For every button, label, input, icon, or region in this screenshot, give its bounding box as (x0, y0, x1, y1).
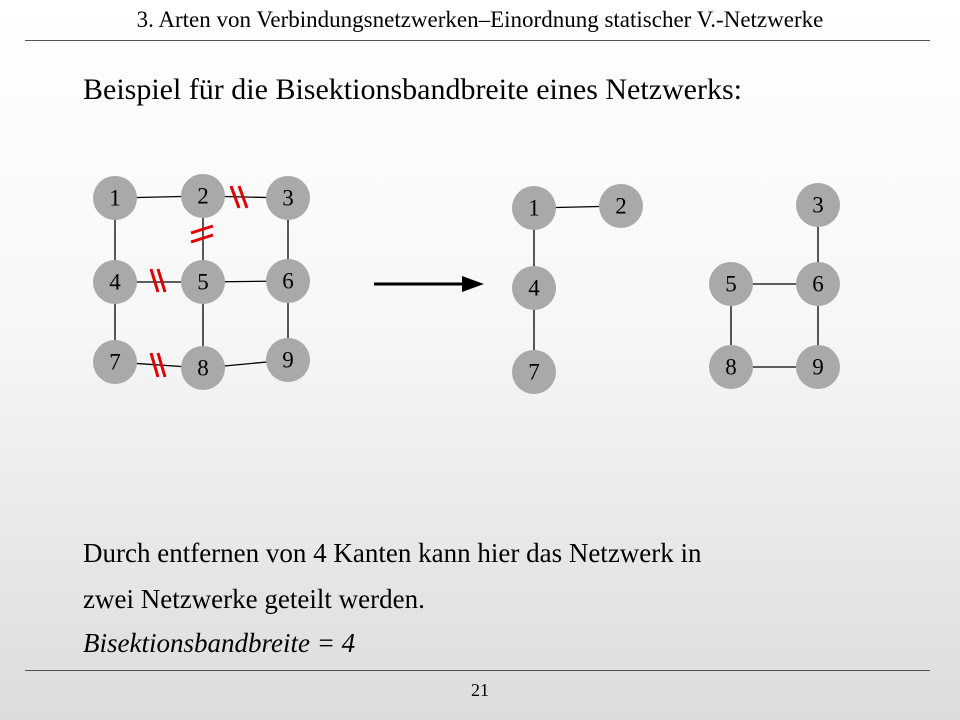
node-b-3: 3 (796, 183, 840, 227)
bisection-result: Bisektionsbandbreite = 4 (83, 628, 356, 658)
svg-text:5: 5 (197, 270, 209, 295)
explanation-line-2: zwei Netzwerke geteilt werden. (83, 584, 425, 614)
node-7: 7 (93, 340, 137, 384)
node-a-7: 7 (512, 350, 556, 394)
svg-text:9: 9 (812, 355, 824, 380)
node-8: 8 (181, 346, 225, 390)
svg-text:2: 2 (615, 194, 627, 219)
node-a-4: 4 (512, 266, 556, 310)
node-3: 3 (266, 176, 310, 220)
svg-text:5: 5 (725, 272, 737, 297)
svg-text:4: 4 (109, 270, 121, 295)
slide-heading: Beispiel für die Bisektionsbandbreite ei… (83, 73, 742, 106)
node-9: 9 (266, 338, 310, 382)
partition-a-nodes: 1 2 4 7 (512, 184, 643, 394)
svg-text:1: 1 (109, 186, 121, 211)
node-b-5: 5 (709, 262, 753, 306)
svg-text:6: 6 (812, 272, 824, 297)
cut-mark-edge-4-5 (149, 268, 167, 293)
partition-b-nodes: 3 5 6 8 9 (709, 183, 840, 389)
node-b-6: 6 (796, 262, 840, 306)
node-4: 4 (93, 260, 137, 304)
node-5: 5 (181, 260, 225, 304)
node-b-9: 9 (796, 345, 840, 389)
node-b-8: 8 (709, 345, 753, 389)
svg-text:8: 8 (725, 355, 737, 380)
svg-text:8: 8 (197, 356, 209, 381)
node-a-1: 1 (512, 186, 556, 230)
svg-text:3: 3 (812, 193, 824, 218)
slide-title: 3. Arten von Verbindungsnetzwerken–Einor… (136, 7, 824, 32)
node-6: 6 (266, 259, 310, 303)
svg-text:9: 9 (282, 348, 294, 373)
explanation-line-1: Durch entfernen von 4 Kanten kann hier d… (83, 538, 702, 568)
svg-text:7: 7 (109, 350, 121, 375)
node-2: 2 (181, 174, 225, 218)
node-a-2: 2 (599, 184, 643, 228)
svg-text:3: 3 (282, 186, 294, 211)
cut-marks (149, 185, 249, 378)
svg-text:6: 6 (282, 269, 294, 294)
cut-mark-edge-7-8 (149, 352, 167, 378)
header-divider (25, 40, 930, 41)
svg-text:7: 7 (528, 360, 540, 385)
page-number: 21 (471, 680, 489, 700)
cut-mark-edge-2-5 (190, 224, 214, 244)
arrow-icon (374, 276, 484, 292)
cut-mark-edge-2-3 (229, 185, 249, 209)
svg-text:1: 1 (528, 196, 540, 221)
svg-text:4: 4 (528, 276, 540, 301)
node-1: 1 (93, 176, 137, 220)
svg-text:2: 2 (197, 184, 209, 209)
footer-divider (25, 670, 930, 671)
original-network-nodes: 1 2 3 4 5 6 7 8 9 (93, 174, 310, 390)
